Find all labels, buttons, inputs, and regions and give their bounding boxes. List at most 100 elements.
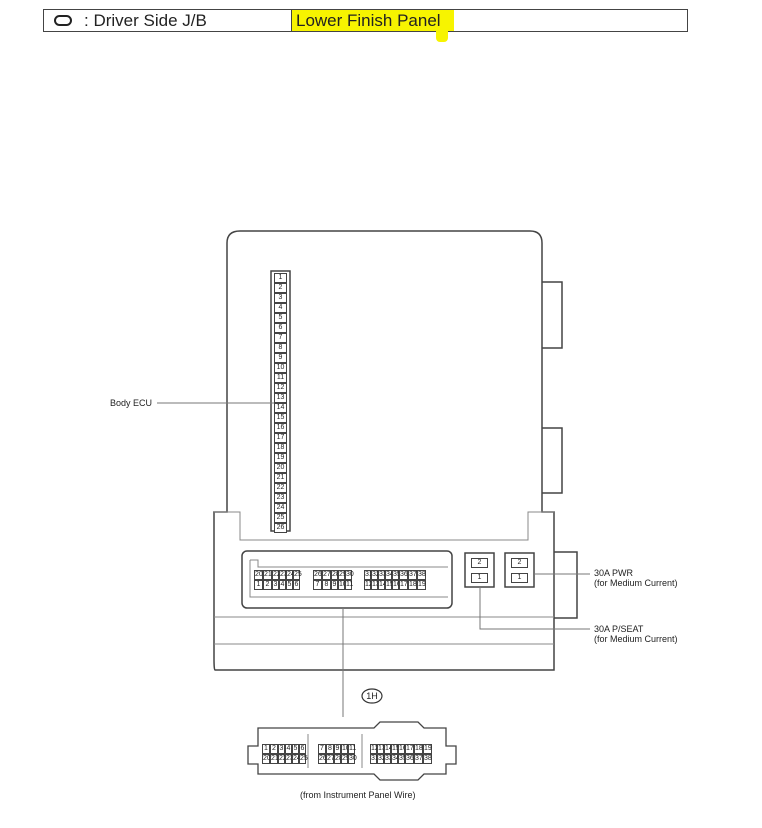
- location-label: : Driver Side J/B: [84, 11, 207, 30]
- relay-pseat-pin-1: 1: [471, 573, 488, 583]
- jb-pin: 38: [417, 570, 426, 580]
- jb-pin: 11: [345, 580, 354, 590]
- wire-pin: 22: [278, 754, 287, 764]
- wire-pin: 17: [405, 744, 414, 754]
- jb-pin: 23: [279, 570, 288, 580]
- jb-pin: 3: [272, 580, 279, 590]
- jb-pin: 24: [286, 570, 295, 580]
- jb-pin: 5: [286, 580, 293, 590]
- body-ecu-pin: 26: [274, 523, 287, 533]
- body-ecu-pin: 14: [274, 403, 287, 413]
- wire-connector-caption: (from Instrument Panel Wire): [300, 790, 416, 800]
- jb-pin: 12: [364, 580, 373, 590]
- wire-pin: 14: [384, 744, 393, 754]
- body-ecu-pin: 11: [274, 373, 287, 383]
- jb-pin: 18: [408, 580, 417, 590]
- wire-pin: 20: [262, 754, 271, 764]
- wire-pin: 27: [326, 754, 335, 764]
- wire-pin: 9: [334, 744, 341, 754]
- jb-pin: 15: [385, 580, 394, 590]
- wire-pin: 33: [384, 754, 393, 764]
- jb-pin: 26: [313, 570, 322, 580]
- wire-pin: 11: [348, 744, 357, 754]
- jb-pin: 31: [364, 570, 373, 580]
- wire-pin: 24: [292, 754, 301, 764]
- jb-pin: 14: [378, 580, 387, 590]
- relay-pseat-label: 30A P/SEAT (for Medium Current): [594, 624, 678, 644]
- wire-pin: 8: [326, 744, 334, 754]
- wire-pin: 31: [370, 754, 379, 764]
- jb-pin: 25: [293, 570, 302, 580]
- jb-pin: 36: [399, 570, 408, 580]
- jb-pin: 35: [392, 570, 401, 580]
- relay-pseat-label-line1: 30A P/SEAT: [594, 624, 644, 634]
- relay-pseat-pin-2: 2: [471, 558, 488, 568]
- body-ecu-pin: 24: [274, 503, 287, 513]
- jb-pin: 7: [313, 580, 322, 590]
- jb-pin: 16: [392, 580, 401, 590]
- jb-pin: 1: [254, 580, 263, 590]
- jb-pin: 37: [408, 570, 417, 580]
- highlight-mark-drip: [436, 30, 448, 42]
- highlight-mark: [292, 10, 454, 31]
- body-ecu-pin: 21: [274, 473, 287, 483]
- body-ecu-pin: 15: [274, 413, 287, 423]
- jb-pin: 29: [338, 570, 347, 580]
- wire-pin: 32: [377, 754, 386, 764]
- jb-pin: 4: [279, 580, 286, 590]
- wire-pin: 3: [278, 744, 285, 754]
- wire-pin: 5: [292, 744, 299, 754]
- body-ecu-pin-strip: 1 2 3 4 5 6 7 8 9 10 11 12 13 14 15 16 1…: [274, 273, 287, 533]
- relay-pwr-pin-2: 2: [511, 558, 528, 568]
- wire-pin: 4: [285, 744, 292, 754]
- jb-pin: 33: [378, 570, 387, 580]
- body-ecu-pin: 4: [274, 303, 287, 313]
- jb-pin: 32: [371, 570, 380, 580]
- jb-pin: 8: [322, 580, 331, 590]
- wire-pin: 7: [318, 744, 326, 754]
- body-ecu-pin: 20: [274, 463, 287, 473]
- body-ecu-pin: 18: [274, 443, 287, 453]
- wire-pin: 12: [370, 744, 379, 754]
- jb-pin: 10: [338, 580, 347, 590]
- body-ecu-pin: 1: [274, 273, 287, 283]
- jb-pin: 21: [263, 570, 272, 580]
- jb-pin: 20: [254, 570, 263, 580]
- body-ecu-pin: 8: [274, 343, 287, 353]
- jb-pin: 17: [399, 580, 408, 590]
- body-ecu-pin: 22: [274, 483, 287, 493]
- body-ecu-pin: 10: [274, 363, 287, 373]
- body-ecu-pin: 16: [274, 423, 287, 433]
- location-value: Lower Finish Panel: [296, 11, 441, 30]
- jb-pin: 19: [417, 580, 426, 590]
- relay-pwr-pin-1: 1: [511, 573, 528, 583]
- jb-pin: 27: [322, 570, 331, 580]
- jb-pin: 9: [331, 580, 338, 590]
- body-ecu-pin: 7: [274, 333, 287, 343]
- body-ecu-pin: 12: [274, 383, 287, 393]
- location-header: : Driver Side J/B Lower Finish Panel: [43, 9, 688, 42]
- wire-pin: 19: [423, 744, 432, 754]
- wire-pin: 26: [318, 754, 327, 764]
- body-ecu-pin: 25: [274, 513, 287, 523]
- wire-pin: 6: [299, 744, 306, 754]
- wire-pin: 16: [398, 744, 407, 754]
- body-ecu-pin: 19: [274, 453, 287, 463]
- wire-pin: 1: [262, 744, 270, 754]
- relay-pwr-label-line2: (for Medium Current): [594, 578, 678, 588]
- wire-pin: 37: [414, 754, 423, 764]
- jb-pin: 2: [263, 580, 272, 590]
- oval-location-icon: [54, 15, 72, 26]
- wire-pin: 38: [423, 754, 432, 764]
- jb-pin: 6: [293, 580, 300, 590]
- body-ecu-label: Body ECU: [110, 398, 153, 408]
- wire-pin: 25: [299, 754, 308, 764]
- body-ecu-pin: 23: [274, 493, 287, 503]
- body-ecu-pin: 5: [274, 313, 287, 323]
- wire-pin: 21: [270, 754, 279, 764]
- header-divider: [291, 10, 292, 31]
- body-ecu-pin: 3: [274, 293, 287, 303]
- jb-pin: 30: [345, 570, 354, 580]
- body-ecu-pin: 2: [274, 283, 287, 293]
